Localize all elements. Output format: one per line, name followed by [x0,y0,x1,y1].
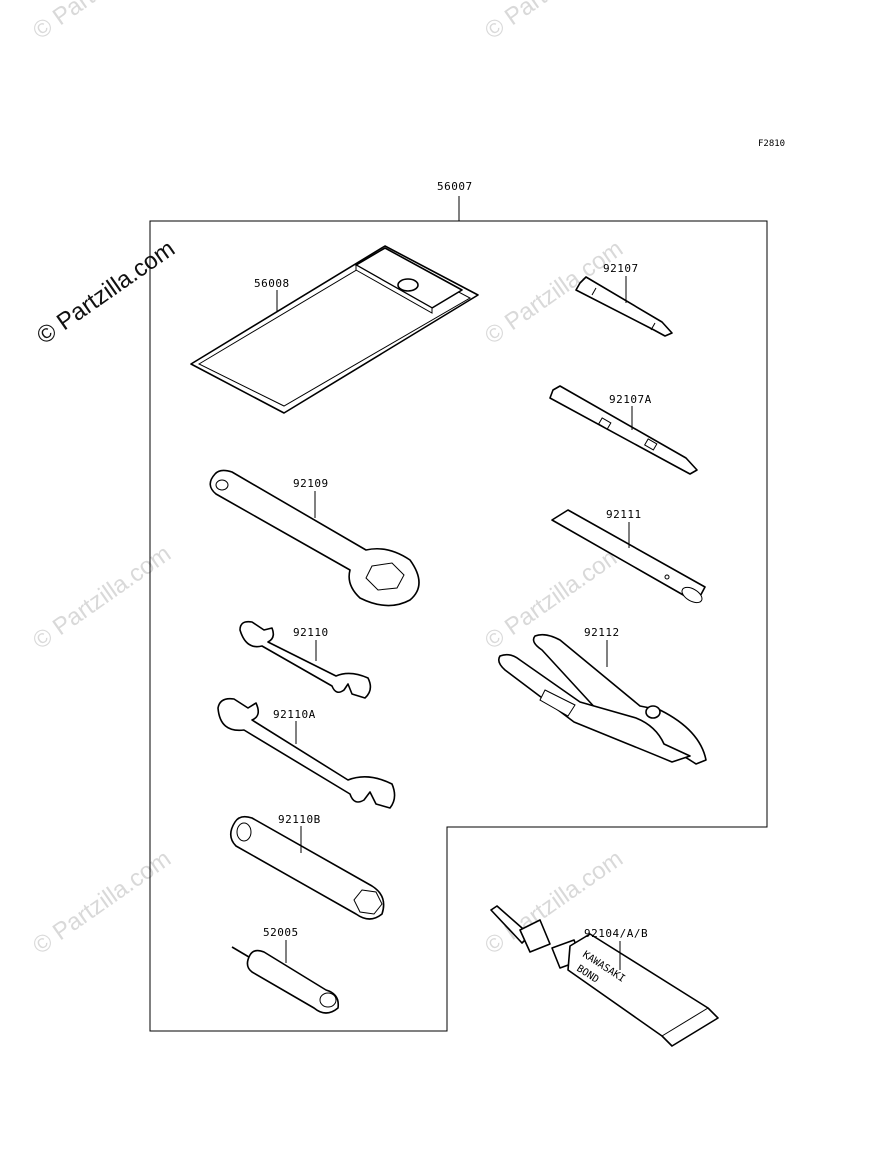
watermark-main: © Partzilla.com [32,235,180,350]
part-label-92111: 92111 [606,508,642,521]
large-open-end-wrench [217,697,396,809]
open-end-wrench [239,620,372,699]
part-label-92104: 92104/A/B [584,927,648,940]
part-label-92110B: 92110B [278,813,321,826]
screwdriver-handle [549,385,698,475]
watermark: © Partzilla.com [480,0,628,45]
part-label-92109: 92109 [293,477,329,490]
small-tool [231,946,340,1014]
screwdriver-bit [575,276,673,337]
part-label-92107: 92107 [603,262,639,275]
tube-handle [551,509,706,604]
part-label-92112: 92112 [584,626,620,639]
watermark: © Partzilla.com [480,845,628,960]
watermark: © Partzilla.com [28,540,176,655]
part-label-56008: 56008 [254,277,290,290]
part-label-92110: 92110 [293,626,329,639]
watermark: © Partzilla.com [28,0,176,45]
tool-pouch [190,245,479,414]
watermark: © Partzilla.com [28,845,176,960]
pliers [498,633,707,765]
part-label-92107A: 92107A [609,393,652,406]
plug-wrench [229,815,385,920]
part-label-52005: 52005 [263,926,299,939]
kit-outline [149,220,768,1032]
box-wrench [209,469,420,607]
kit-part-number: 56007 [437,180,473,193]
part-label-92110A: 92110A [273,708,316,721]
figure-code: F2810 [758,139,785,149]
